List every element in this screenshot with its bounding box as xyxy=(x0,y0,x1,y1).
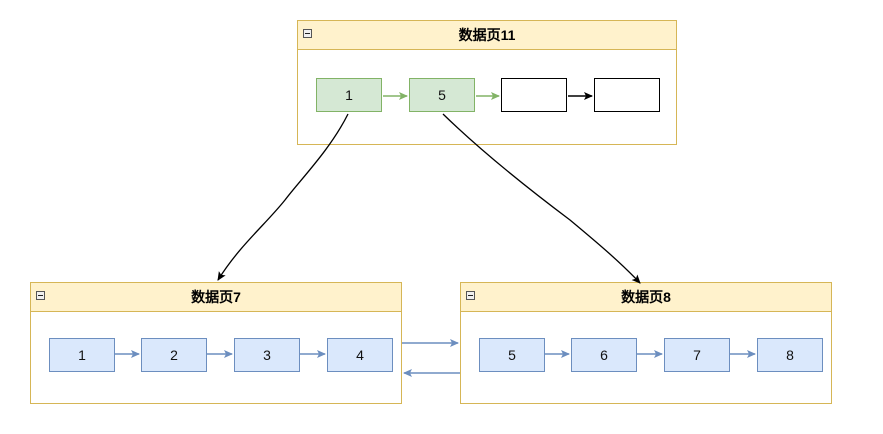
page-7-title: 数据页7 xyxy=(191,289,241,305)
page-7-record-2: 2 xyxy=(141,338,207,372)
page-11-title: 数据页11 xyxy=(458,27,516,43)
page-7-header: 数据页7 xyxy=(31,283,401,312)
page-11-empty-slot-2 xyxy=(594,78,660,112)
page-11-record-5: 5 xyxy=(409,78,475,112)
collapse-icon[interactable] xyxy=(303,29,312,38)
page-7-record-1: 1 xyxy=(49,338,115,372)
page-7-record-4: 4 xyxy=(327,338,393,372)
page-8-title: 数据页8 xyxy=(621,289,671,305)
page-8-record-5: 5 xyxy=(479,338,545,372)
page-11-empty-slot-1 xyxy=(501,78,567,112)
page-7-record-3: 3 xyxy=(234,338,300,372)
page-8-record-8: 8 xyxy=(757,338,823,372)
page-8-record-6: 6 xyxy=(571,338,637,372)
page-11-container: 数据页11 1 5 xyxy=(297,20,677,145)
page-11-header: 数据页11 xyxy=(298,21,676,50)
page-7-container: 数据页7 1 2 3 4 xyxy=(30,282,402,404)
page-8-header: 数据页8 xyxy=(461,283,831,312)
page-8-record-7: 7 xyxy=(664,338,730,372)
page-11-record-1: 1 xyxy=(316,78,382,112)
page-8-container: 数据页8 5 6 7 8 xyxy=(460,282,832,404)
collapse-icon[interactable] xyxy=(466,291,475,300)
collapse-icon[interactable] xyxy=(36,291,45,300)
